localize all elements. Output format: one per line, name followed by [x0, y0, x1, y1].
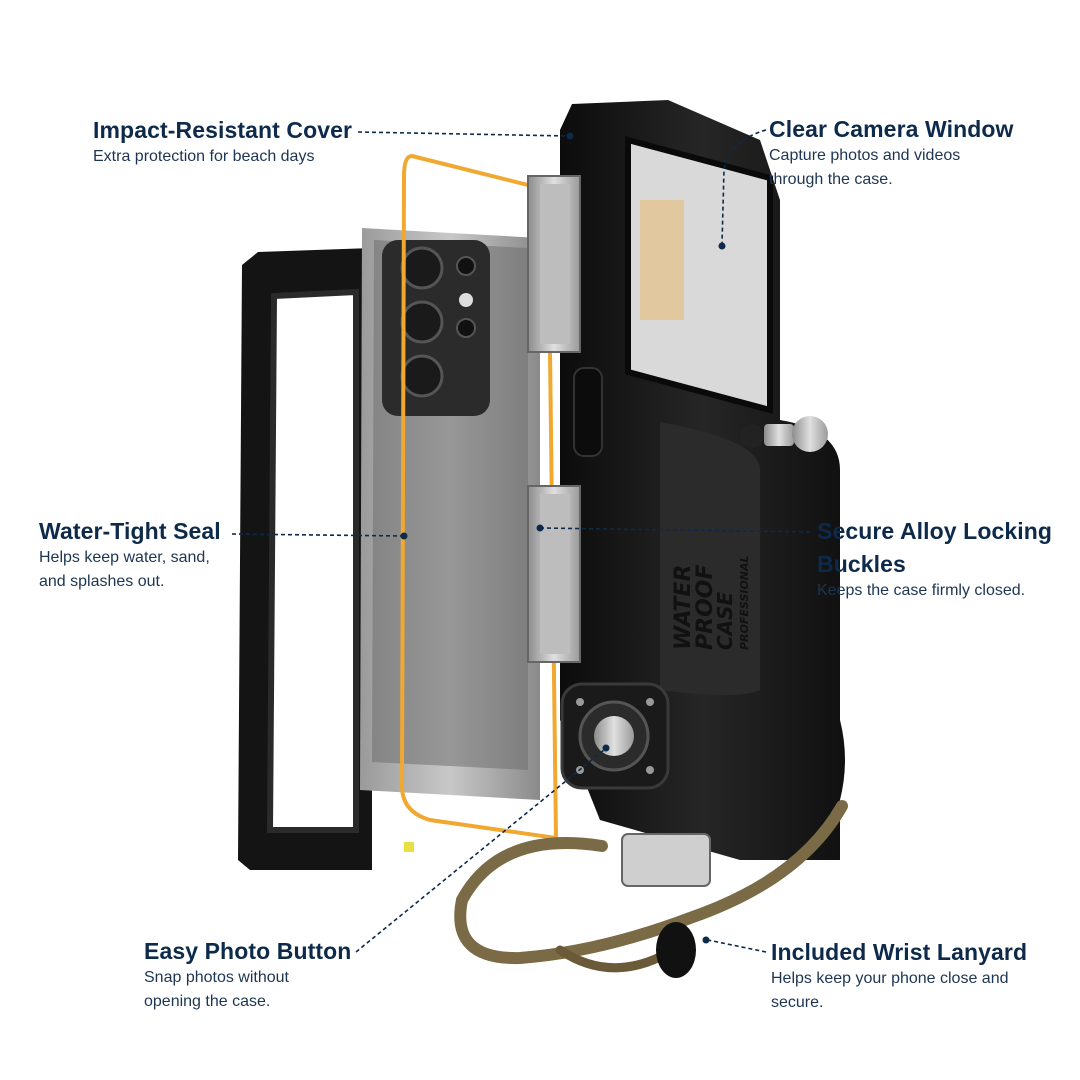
main-case: WATER PROOF CASE PROFESSIONAL [560, 100, 845, 860]
phone [360, 228, 540, 800]
callout-desc: Helps keep water, sand, [39, 549, 210, 566]
callout-desc: through the case. [769, 171, 893, 188]
callout-title: Easy Photo Button [144, 938, 352, 964]
callout-desc: and splashes out. [39, 573, 165, 590]
callout-desc: Extra protection for beach days [93, 148, 315, 165]
camera-lens-icon [400, 354, 444, 398]
camera-lens-icon [400, 300, 444, 344]
svg-text:PROFESSIONAL: PROFESSIONAL [738, 555, 751, 650]
leader-dots [400, 132, 726, 944]
button-leader [355, 749, 605, 953]
callout-clear-camera-window: Clear Camera Window Capture photos and v… [769, 114, 1014, 192]
callout-title: Water-Tight Seal [39, 518, 221, 544]
lanyard-leader [707, 939, 767, 953]
callout-desc: opening the case. [144, 993, 271, 1010]
impact-leader [357, 131, 569, 137]
callout-easy-photo-button: Easy Photo Button Snap photos without op… [144, 936, 351, 1014]
callout-title: Clear Camera Window [769, 116, 1014, 142]
camera-lens-icon [400, 246, 444, 290]
callout-impact-resistant-cover: Impact-Resistant Cover Extra protection … [93, 115, 352, 169]
callout-desc: Keeps the case firmly closed. [817, 582, 1026, 599]
orange-gasket [399, 153, 559, 841]
leader-lines [231, 129, 811, 953]
callout-desc: Snap photos without [144, 969, 289, 986]
svg-text:PROOF: PROOF [693, 565, 718, 651]
seal-leader [231, 533, 405, 537]
callout-desc: Capture photos and videos [769, 147, 961, 164]
callout-locking-buckles: Secure Alloy Locking Buckles Keeps the c… [817, 516, 1052, 603]
callout-wrist-lanyard: Included Wrist Lanyard Helps keep your p… [771, 937, 1027, 1015]
callout-title: Included Wrist Lanyard [771, 939, 1028, 965]
svg-text:CASE: CASE [713, 591, 737, 650]
callout-title: Buckles [817, 551, 906, 577]
photo-shutter-button [560, 682, 670, 790]
locking-buckles [527, 175, 581, 663]
callout-title: Impact-Resistant Cover [93, 117, 353, 143]
callout-title: Secure Alloy Locking [817, 518, 1053, 544]
case-branding: WATER [671, 565, 696, 650]
callout-desc: Helps keep your phone close and [771, 970, 1009, 987]
buckles-leader [541, 527, 811, 533]
camera-leader [721, 129, 767, 245]
back-frame [238, 248, 414, 870]
wrist-lanyard [454, 800, 848, 978]
callout-desc: secure. [771, 994, 824, 1011]
callout-water-tight-seal: Water-Tight Seal Helps keep water, sand,… [39, 516, 221, 594]
